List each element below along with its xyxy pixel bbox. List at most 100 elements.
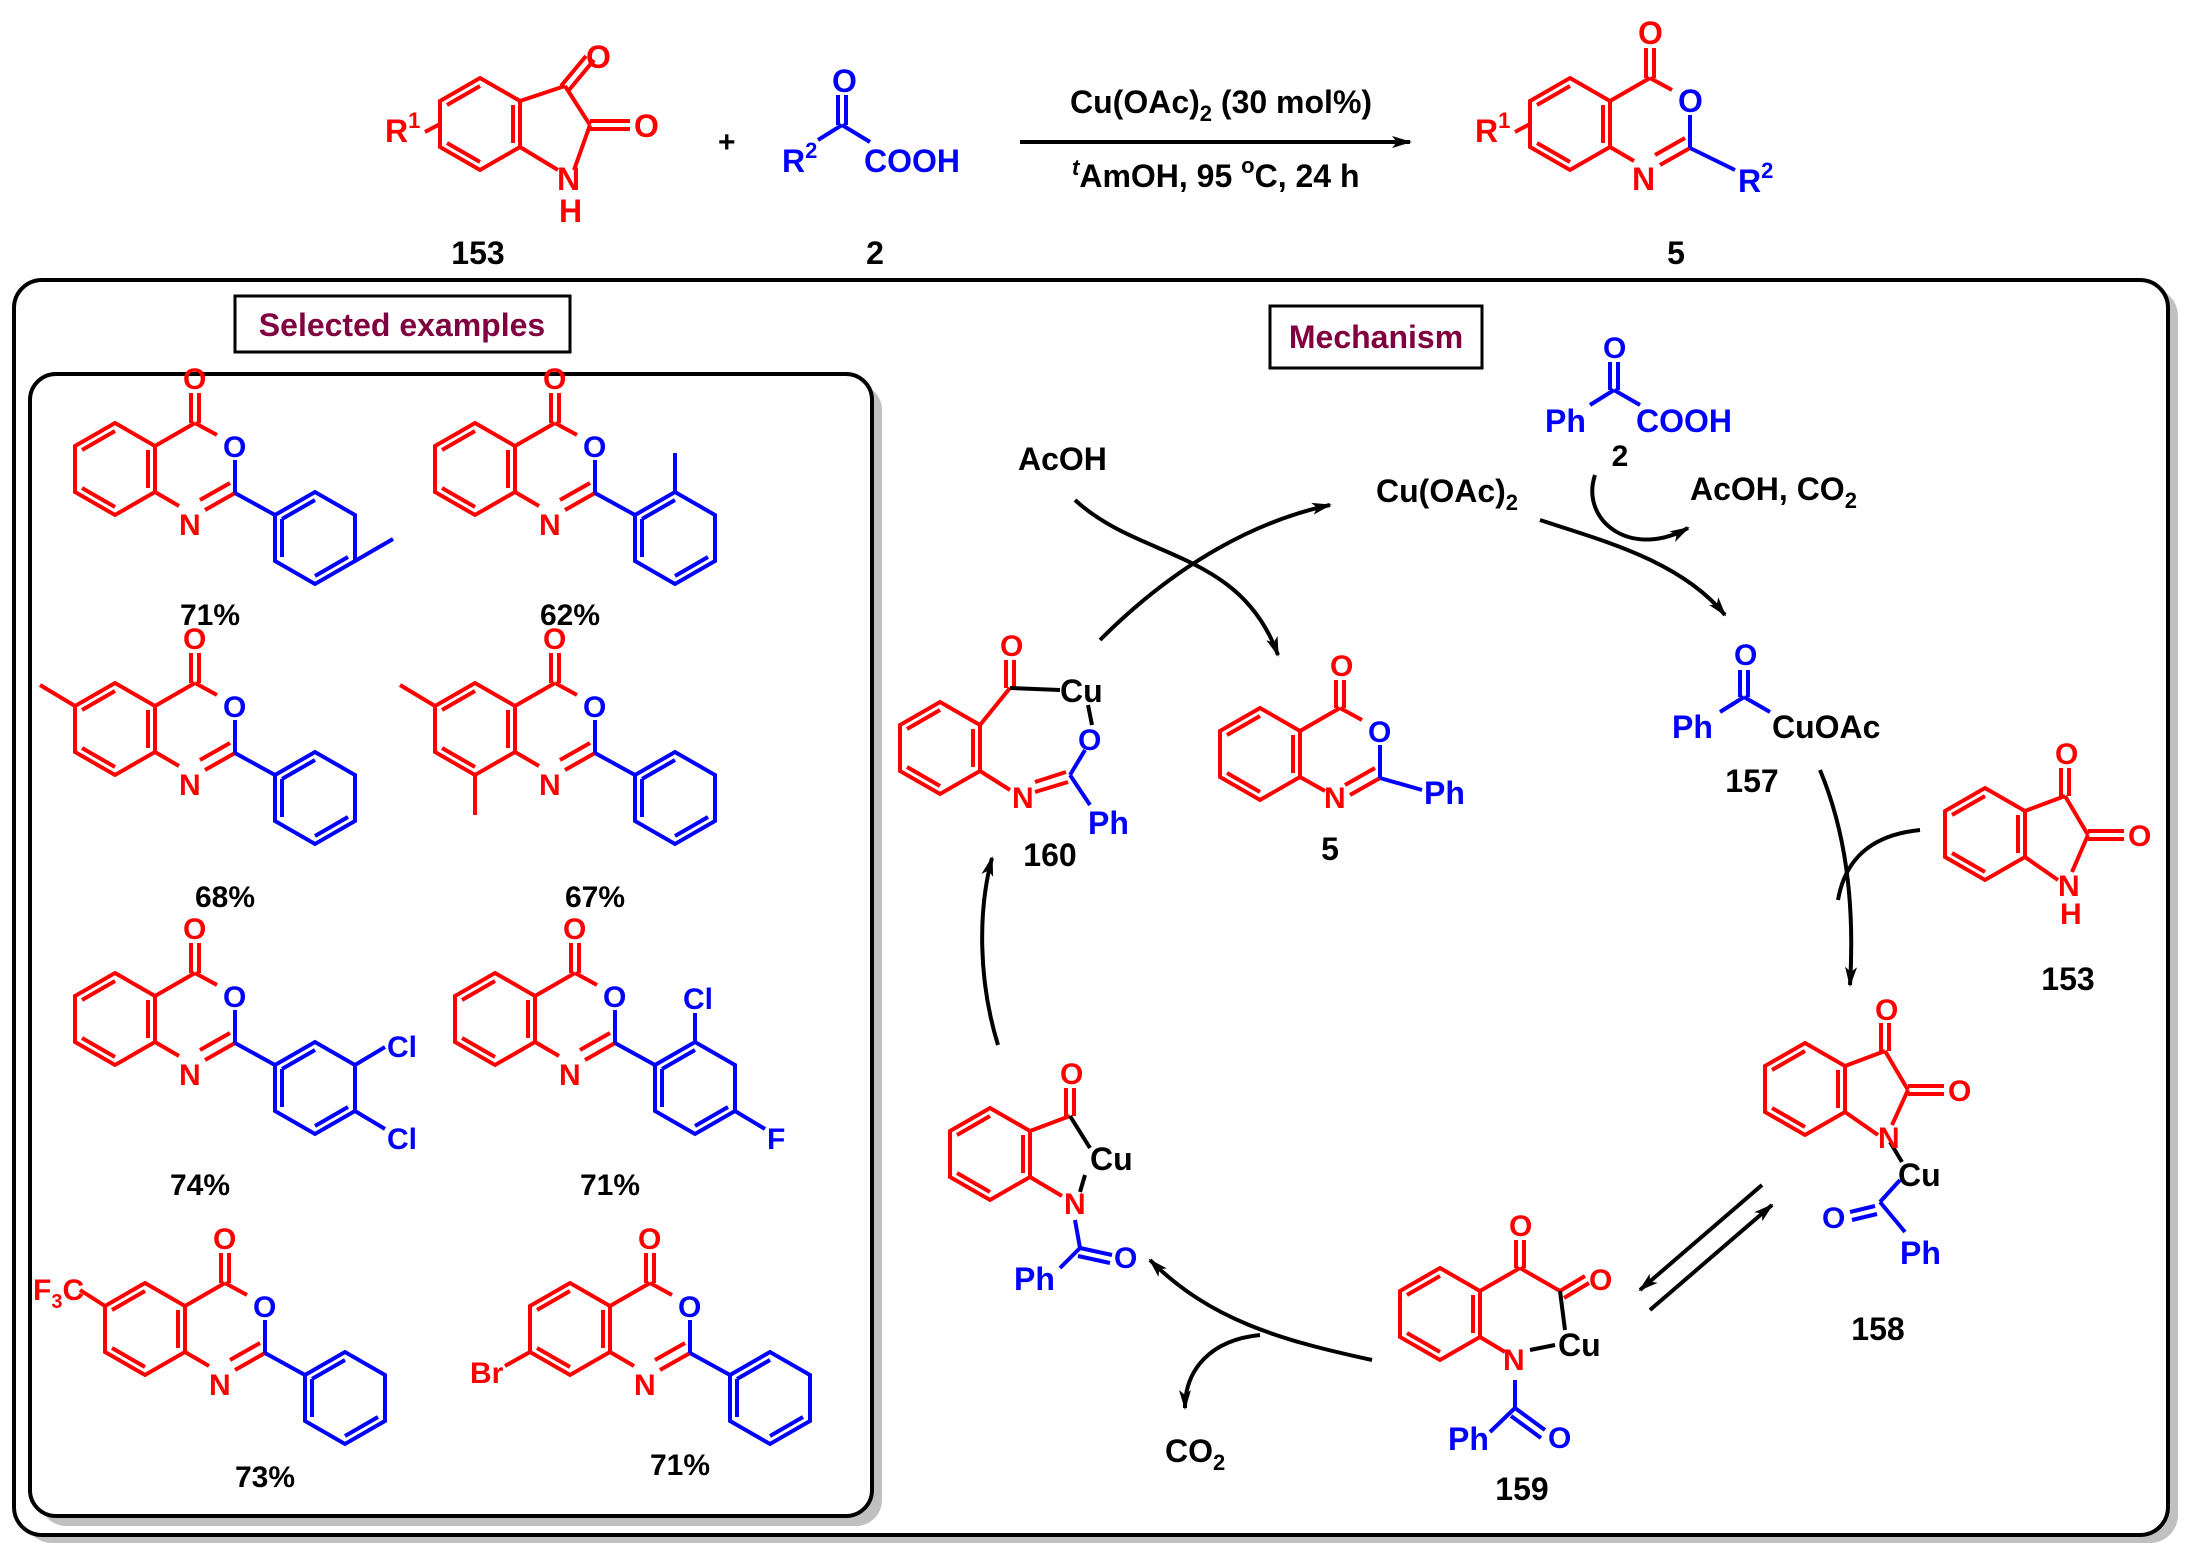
atom-o: O xyxy=(543,623,566,656)
cycle-arrow xyxy=(1073,498,1280,657)
substituent-br: Br xyxy=(470,1357,504,1390)
atom-o-carbonyl: O xyxy=(1638,15,1663,51)
substituent-f: F xyxy=(767,1123,785,1156)
atom-o: O xyxy=(1589,1264,1612,1297)
chlorofluorophenyl-ring xyxy=(653,1013,767,1137)
atom-n: N xyxy=(557,161,580,197)
acyl-copper-157-structure xyxy=(1718,670,1771,714)
ph-label: Ph xyxy=(1448,1421,1489,1457)
atom-o: O xyxy=(638,1223,661,1256)
reagent-text: Cu(OAc)2 (30 mol%) xyxy=(1070,84,1372,126)
plus-sign: + xyxy=(718,126,736,159)
product-5-structure xyxy=(1514,48,1736,173)
conditions-text: tAmOH, 95 oC, 24 h xyxy=(1072,153,1360,194)
cu-label: Cu xyxy=(1060,673,1103,709)
copper-metallacycle-160-structure xyxy=(898,660,1094,807)
mechanism-title-box xyxy=(1268,304,1484,370)
atom-n: N xyxy=(539,509,561,542)
ph-label: Ph xyxy=(1545,403,1586,439)
acoh-label: AcOH xyxy=(1018,441,1107,477)
compound-5-label: 5 xyxy=(1667,235,1685,271)
atom-o: O xyxy=(1875,994,1898,1027)
atom-o-ketone: O xyxy=(586,39,611,75)
atom-n-ring: N xyxy=(1632,161,1655,197)
cycle-arrow xyxy=(1836,828,1921,901)
example-7: O O N F3C 73% xyxy=(33,1223,387,1494)
atom-o-amide: O xyxy=(634,108,659,144)
atom-n: N xyxy=(1503,1344,1525,1377)
r2-label: R2 xyxy=(782,138,817,179)
atom-o: O xyxy=(678,1291,701,1324)
dichlorophenyl-ring xyxy=(273,1039,387,1137)
n-copper-isatin-158-structure xyxy=(1763,1023,1944,1234)
atom-o: O xyxy=(1000,630,1023,663)
atom-o: O xyxy=(2055,738,2078,771)
example-5-yield: 74% xyxy=(170,1169,230,1202)
cooh-label: COOH xyxy=(864,143,960,179)
substituent-cl: Cl xyxy=(387,1123,417,1156)
example-1: O O N 71% xyxy=(73,363,395,632)
cycle-arrow xyxy=(1818,769,1858,987)
isatin-153-structure xyxy=(424,54,630,173)
examples-grid: O O N 71% O O N xyxy=(33,363,812,1494)
ketoacid-2-structure xyxy=(816,95,872,144)
examples-title: Selected examples xyxy=(259,307,545,343)
example-3: O O N 68% xyxy=(38,623,357,914)
atom-o-keto: O xyxy=(832,63,857,99)
example-7-yield: 73% xyxy=(235,1461,295,1494)
equilibrium-arrow xyxy=(1648,1203,1774,1312)
atom-o: O xyxy=(223,431,246,464)
atom-o-ring: O xyxy=(1678,83,1703,119)
atom-o: O xyxy=(1734,639,1757,672)
ph-label: Ph xyxy=(1672,709,1713,745)
atom-o: O xyxy=(183,913,206,946)
atom-o: O xyxy=(583,691,606,724)
isatin-153-structure xyxy=(1943,768,2124,883)
atom-o: O xyxy=(183,363,206,396)
compound-2-label: 2 xyxy=(1612,440,1629,473)
compound-158-label: 158 xyxy=(1851,1311,1904,1347)
compound-157-label: 157 xyxy=(1725,763,1778,799)
compound-159-label: 159 xyxy=(1495,1471,1548,1507)
atom-o: O xyxy=(603,981,626,1014)
atom-o: O xyxy=(2128,820,2151,853)
atom-o: O xyxy=(1368,716,1391,749)
atom-o: O xyxy=(1078,724,1101,757)
cu-label: Cu xyxy=(1558,1327,1601,1363)
cycle-arrow xyxy=(1539,518,1727,617)
cooh-label: COOH xyxy=(1636,403,1732,439)
cycle-arrow xyxy=(980,856,1000,1046)
atom-n: N xyxy=(1878,1122,1900,1155)
top-scheme: O O N H R1 153 + O R2 COOH 2 Cu(OAc)2 (3… xyxy=(385,15,1773,271)
atom-o: O xyxy=(543,363,566,396)
atom-o: O xyxy=(1509,1210,1532,1243)
cu-oac2-label: Cu(OAc)2 xyxy=(1376,473,1518,515)
phenyl-ring xyxy=(273,749,357,847)
atom-o: O xyxy=(1548,1422,1571,1455)
mechanism-cycle: Cu(OAc)2 O Ph COOH 2 AcOH, CO2 AcOH CO2 xyxy=(898,332,2151,1507)
co2-label: CO2 xyxy=(1165,1433,1225,1475)
substituent-cl: Cl xyxy=(683,983,713,1016)
atom-o: O xyxy=(1330,650,1353,683)
example-8: O O N Br 71% xyxy=(470,1223,812,1482)
atom-n: N xyxy=(179,769,201,802)
example-2: O O N 62% xyxy=(433,363,717,632)
example-6-yield: 71% xyxy=(580,1169,640,1202)
atom-n: N xyxy=(179,509,201,542)
atom-h: H xyxy=(2060,898,2082,931)
example-8-yield: 71% xyxy=(650,1449,710,1482)
ph-label: Ph xyxy=(1424,775,1465,811)
ph-label: Ph xyxy=(1900,1235,1941,1271)
compound-160-label: 160 xyxy=(1023,837,1076,873)
compound-153-label: 153 xyxy=(451,235,504,271)
atom-o: O xyxy=(223,691,246,724)
examples-title-box xyxy=(233,294,572,354)
ph-label: Ph xyxy=(1014,1261,1055,1297)
acoh-co2-label: AcOH, CO2 xyxy=(1690,471,1857,513)
substituent-cf3: F3C xyxy=(33,1274,84,1313)
example-1-yield: 71% xyxy=(180,599,240,632)
aryl-ring xyxy=(273,489,395,587)
atom-o: O xyxy=(1114,1242,1137,1275)
copper-ring-expanded-159-structure xyxy=(1398,1240,1591,1440)
